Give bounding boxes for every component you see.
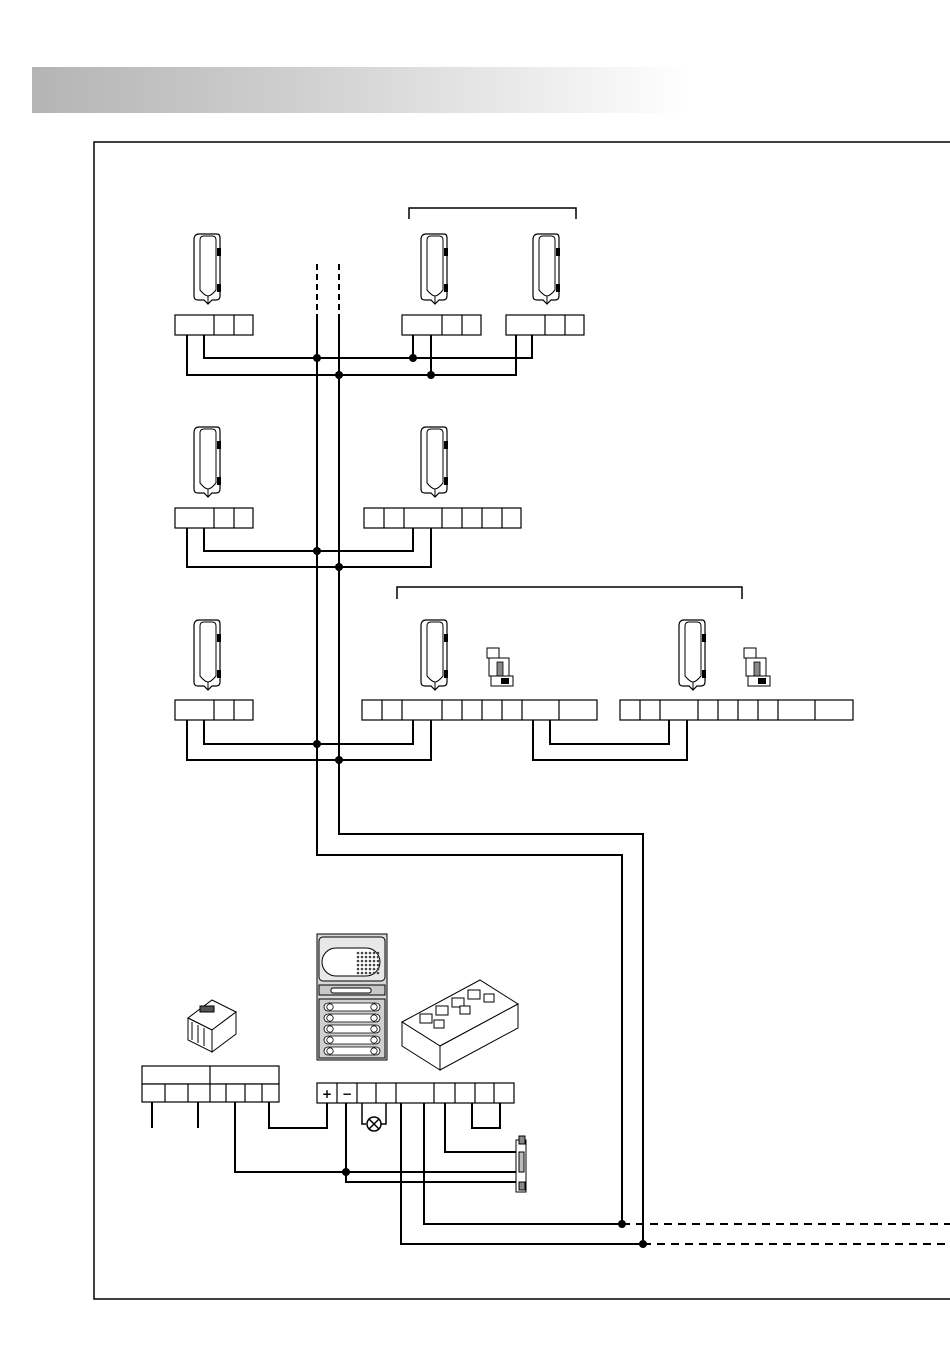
branch-wires (187, 335, 687, 760)
lock-release-icon (516, 1136, 526, 1192)
handset-floor2-left-icon (194, 427, 221, 497)
panel-wires (235, 1102, 643, 1244)
junction-dots (313, 354, 647, 1248)
relay-module-1 (487, 648, 513, 686)
minus-terminal-label: − (342, 1087, 352, 1101)
power-supply-terminals (142, 1066, 279, 1102)
amplifier-module-icon (402, 980, 518, 1070)
handset-floor1-right-icon (679, 620, 706, 690)
handset-floor2-right-icon (421, 427, 448, 497)
apartment-bracket-floor3 (409, 208, 576, 219)
handset-floor3-right-icon (533, 234, 560, 304)
door-panel-icon (317, 934, 387, 1060)
riser-wires (317, 315, 643, 1244)
handset-floor1-mid-icon (421, 620, 448, 690)
power-supply-icon (188, 1000, 236, 1052)
plus-terminal-label: + (322, 1087, 332, 1101)
handset-floor3-left-icon (194, 234, 221, 304)
power-supply-leads (152, 1102, 198, 1128)
handset-floor3-mid-icon (421, 234, 448, 304)
relay-module-2 (744, 648, 770, 686)
lamp-icon (362, 1103, 386, 1131)
handset-floor1-left-icon (194, 620, 221, 690)
apartment-bracket-floor1 (397, 587, 742, 599)
